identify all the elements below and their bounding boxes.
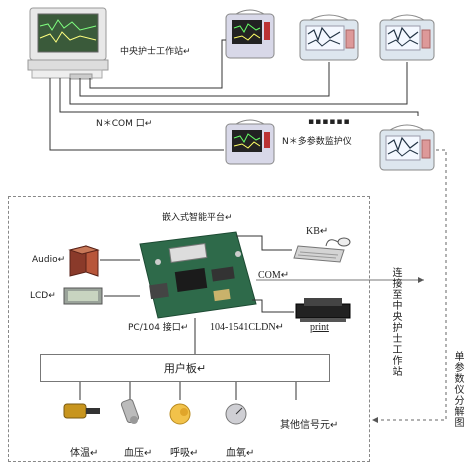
- patient-monitor-icon-3: [379, 14, 435, 61]
- pc104-label: PC/104 接口↵: [128, 323, 189, 333]
- sensor-label-respiration: 呼吸↵: [170, 448, 199, 459]
- user-board-label: 用户板↵: [163, 362, 207, 375]
- print-label: print: [310, 322, 329, 333]
- platform-label: 嵌入式智能平台↵: [162, 213, 233, 223]
- printer-icon: [295, 298, 351, 322]
- com-ports-label: N＊COM 口↵: [96, 119, 153, 129]
- monitors-label: N＊多参数监护仪: [282, 137, 352, 147]
- workstation-computer-icon: [27, 7, 109, 80]
- patient-monitor-icon-2: [299, 14, 359, 61]
- lcd-label: LCD↵: [30, 291, 56, 301]
- sensor-label-temperature: 体温↵: [70, 448, 99, 459]
- com-connection-lines: [49, 39, 419, 151]
- sensor-connection-lines: [79, 382, 297, 400]
- module-connection-lines: [100, 235, 294, 354]
- kb-label: KB↵: [306, 226, 329, 237]
- patient-monitor-icon-5: [379, 124, 435, 171]
- sensor-label-oxygen: 血氧↵: [226, 448, 255, 459]
- user-board: 用户板↵: [40, 354, 330, 382]
- mouse-icon: [325, 237, 351, 247]
- single-param-arrow: [372, 149, 447, 423]
- patient-monitor-icon-1: [225, 9, 275, 59]
- patient-monitor-icon-4: [225, 119, 275, 165]
- keyboard-icon: [293, 245, 345, 263]
- other-signals-label: 其他信号元↵: [280, 420, 339, 431]
- embedded-module-boundary: [8, 196, 370, 462]
- ellipsis-label: ▪▪▪▪▪▪: [308, 117, 351, 127]
- pressure-sensor-icon: [120, 398, 140, 424]
- embedded-board-icon: [139, 231, 257, 319]
- respiration-sensor-icon: [169, 403, 191, 425]
- sensor-label-blood-pressure: 血压↵: [124, 448, 153, 459]
- audio-label: Audio↵: [32, 255, 66, 265]
- connect-to-station-label: 连接至中央护士工作站: [392, 268, 403, 378]
- central-station-label: 中央护士工作站↵: [120, 47, 191, 57]
- single-param-label: 单参数仪分解图: [454, 352, 465, 429]
- lcd-display-icon: [63, 287, 103, 305]
- com-label: COM↵: [258, 270, 290, 281]
- speaker-icon: [68, 245, 100, 277]
- thermometer-probe-icon: [63, 403, 100, 419]
- board-model-label: 104-1541CLDN↵: [210, 322, 284, 333]
- oximeter-sensor-icon: [225, 403, 247, 425]
